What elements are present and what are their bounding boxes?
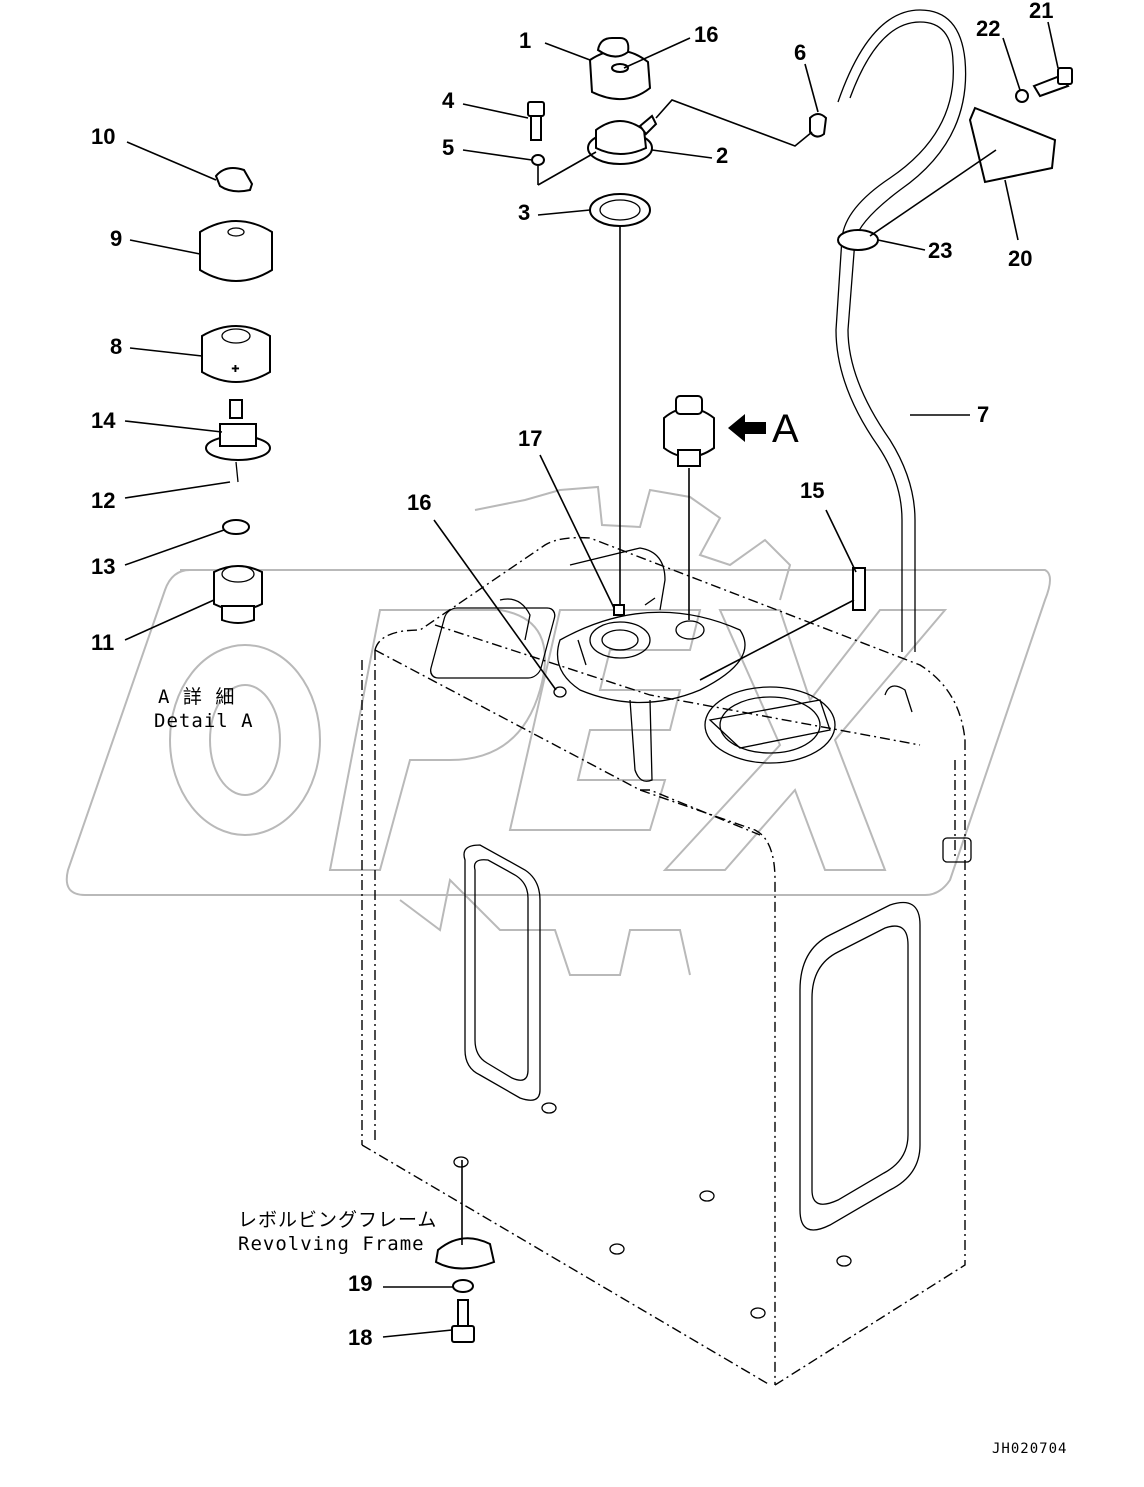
callout-8: 8 bbox=[110, 334, 122, 359]
breather-element-8: ✚ bbox=[201, 325, 271, 383]
frame-label-en: Revolving Frame bbox=[238, 1233, 425, 1255]
callout-20: 20 bbox=[1008, 246, 1032, 271]
callout-16b: 16 bbox=[407, 490, 431, 515]
callout-14: 14 bbox=[91, 408, 116, 433]
callout-23: 23 bbox=[928, 238, 952, 263]
callout-11: 11 bbox=[91, 630, 114, 655]
washer-22 bbox=[1015, 89, 1029, 103]
sight-gauge bbox=[663, 395, 715, 467]
drawing-code: JH020704 bbox=[992, 1441, 1067, 1457]
callout-5: 5 bbox=[442, 135, 454, 160]
callout-12: 12 bbox=[91, 488, 115, 513]
frame-plate bbox=[434, 1237, 496, 1270]
detail-label-en: Detail A bbox=[154, 710, 254, 732]
detail-label-jp: A 詳 細 bbox=[158, 686, 235, 708]
callout-17: 17 bbox=[518, 426, 542, 451]
callout-3: 3 bbox=[518, 200, 530, 225]
watermark-logo bbox=[65, 485, 1051, 976]
hydraulic-tank bbox=[361, 536, 972, 1386]
callout-21: 21 bbox=[1029, 0, 1053, 23]
bracket-20 bbox=[968, 106, 1057, 184]
callout-labels: 1 16 4 5 2 3 6 22 21 20 23 7 10 9 8 14 1… bbox=[91, 0, 1053, 1350]
clamp-6 bbox=[809, 113, 828, 138]
callout-6: 6 bbox=[794, 40, 806, 65]
callout-7: 7 bbox=[977, 402, 989, 427]
callout-22: 22 bbox=[976, 16, 1000, 41]
breather-element-9 bbox=[199, 220, 273, 282]
leader-lines bbox=[124, 21, 1059, 1338]
callout-1: 1 bbox=[519, 28, 531, 53]
label-15 bbox=[852, 567, 866, 611]
filler-body bbox=[587, 114, 658, 165]
washer-5 bbox=[531, 154, 545, 166]
bolt-18 bbox=[451, 1299, 475, 1343]
callout-2: 2 bbox=[716, 143, 728, 168]
view-marker-a: A bbox=[772, 407, 799, 451]
washer-19 bbox=[452, 1279, 474, 1293]
adapter-11 bbox=[213, 565, 263, 624]
filler-cap bbox=[588, 37, 652, 101]
callout-13: 13 bbox=[91, 554, 115, 579]
callout-16: 16 bbox=[694, 22, 718, 47]
view-arrow bbox=[728, 414, 766, 442]
bolt-21 bbox=[1032, 67, 1073, 98]
callout-15: 15 bbox=[800, 478, 824, 503]
callout-19: 19 bbox=[348, 1271, 372, 1296]
svg-text:✚: ✚ bbox=[231, 360, 240, 376]
breather-cap-10 bbox=[214, 167, 254, 193]
callout-9: 9 bbox=[110, 226, 122, 251]
o-ring-13 bbox=[222, 519, 250, 535]
breather-valve-14 bbox=[205, 399, 271, 483]
callout-18: 18 bbox=[348, 1325, 372, 1350]
callout-4: 4 bbox=[442, 88, 455, 113]
frame-label-jp: レボルビングフレーム bbox=[238, 1209, 437, 1231]
bolt-4 bbox=[527, 101, 545, 141]
plug-17 bbox=[613, 604, 625, 616]
filler-hose-7 bbox=[835, 9, 967, 652]
callout-10: 10 bbox=[91, 124, 115, 149]
gasket bbox=[589, 193, 651, 227]
